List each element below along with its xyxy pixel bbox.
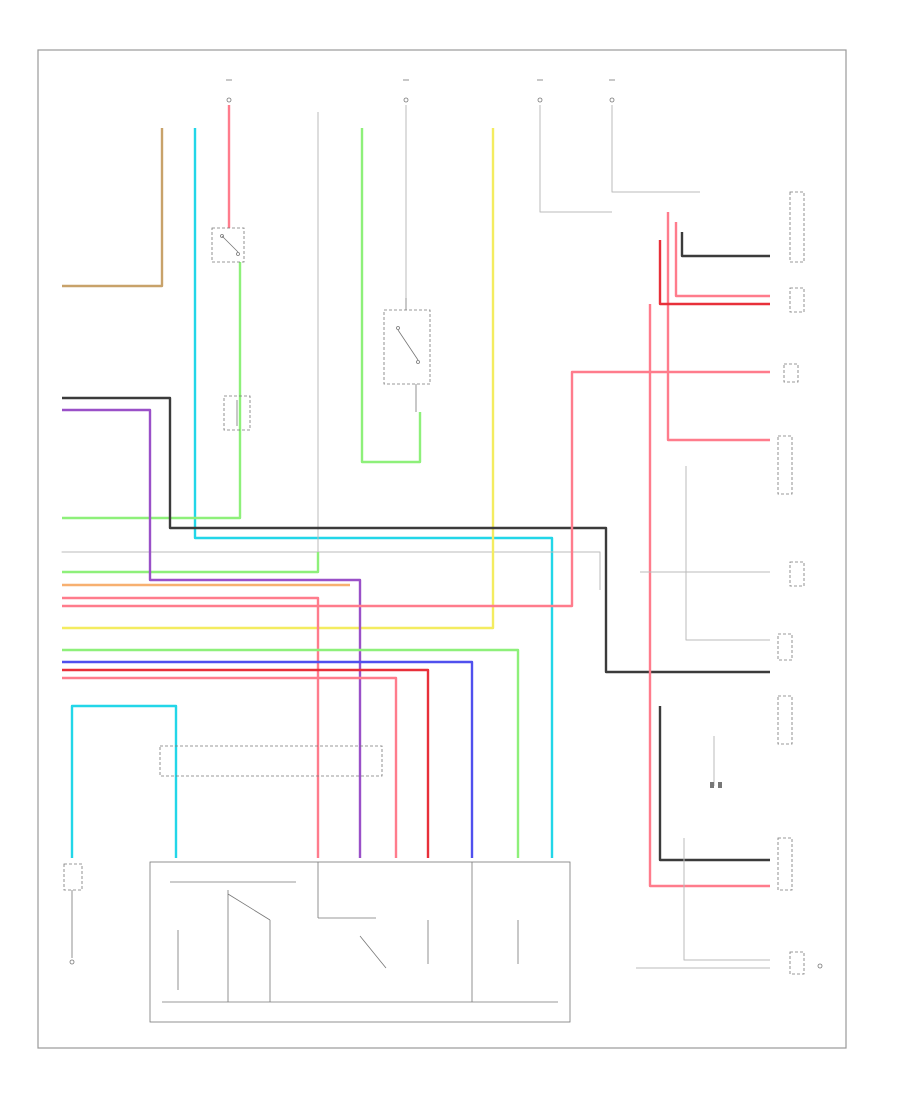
- wire-green-5: [62, 552, 320, 574]
- wire-lightgray-29: [683, 838, 770, 961]
- connector-right-3: [783, 363, 799, 383]
- stoplight-switch-component: [383, 298, 431, 412]
- fuse-connector-top-right-b: [609, 79, 615, 103]
- wire-green-6: [360, 128, 422, 464]
- connector-right-1: [789, 191, 805, 263]
- connector-right-8: [777, 837, 793, 891]
- wire-pink-15: [62, 370, 770, 608]
- wire-red-18: [62, 668, 430, 858]
- fuse-connector-top-left: [226, 79, 232, 103]
- wire-green-16: [62, 648, 520, 858]
- wire-pink-19: [62, 676, 398, 858]
- wire-yellow-8: [62, 128, 495, 630]
- wire-green-3: [62, 262, 242, 520]
- connector-right-7: [777, 695, 793, 745]
- wire-pink-21: [666, 212, 770, 442]
- relay-component-left: [223, 395, 251, 431]
- fuse-connector-top-mid: [403, 79, 409, 103]
- fuse-connector-top-right-a: [537, 79, 543, 103]
- wire-pink-14: [62, 596, 320, 858]
- wire-cyan-1: [193, 128, 554, 858]
- ground-points: [710, 782, 722, 788]
- components-layer: [63, 79, 823, 1023]
- combination-meter-box: [149, 861, 571, 1023]
- wire-cyan-20: [70, 704, 178, 858]
- connector-right-4: [777, 435, 793, 495]
- wire-tan-0: [62, 128, 164, 288]
- wire-darkgray-25: [680, 232, 770, 258]
- wire-pink-24: [648, 304, 770, 888]
- connector-right-5: [789, 561, 805, 587]
- diagram-frame: [37, 49, 847, 1049]
- wire-blue-17: [62, 660, 474, 858]
- wire-lightgray-10: [611, 105, 700, 193]
- lower-left-sensor: [63, 863, 83, 965]
- wire-lightgray-26: [685, 466, 770, 641]
- wire-red-23: [658, 240, 770, 306]
- wires-layer: [61, 105, 770, 969]
- wire-purple-12: [62, 408, 362, 858]
- wire-lightgray-9: [539, 105, 612, 213]
- wire-darkgray-11: [62, 396, 770, 674]
- connector-right-2: [789, 287, 805, 313]
- select-switch-component: [211, 227, 245, 263]
- wire-darkgray-28: [658, 706, 770, 862]
- connector-right-9: [789, 951, 823, 975]
- wire-lightgray-4: [61, 112, 601, 590]
- wire-pink-22: [674, 222, 770, 298]
- connector-right-6: [777, 633, 793, 661]
- harness-connector-middle: [159, 745, 383, 777]
